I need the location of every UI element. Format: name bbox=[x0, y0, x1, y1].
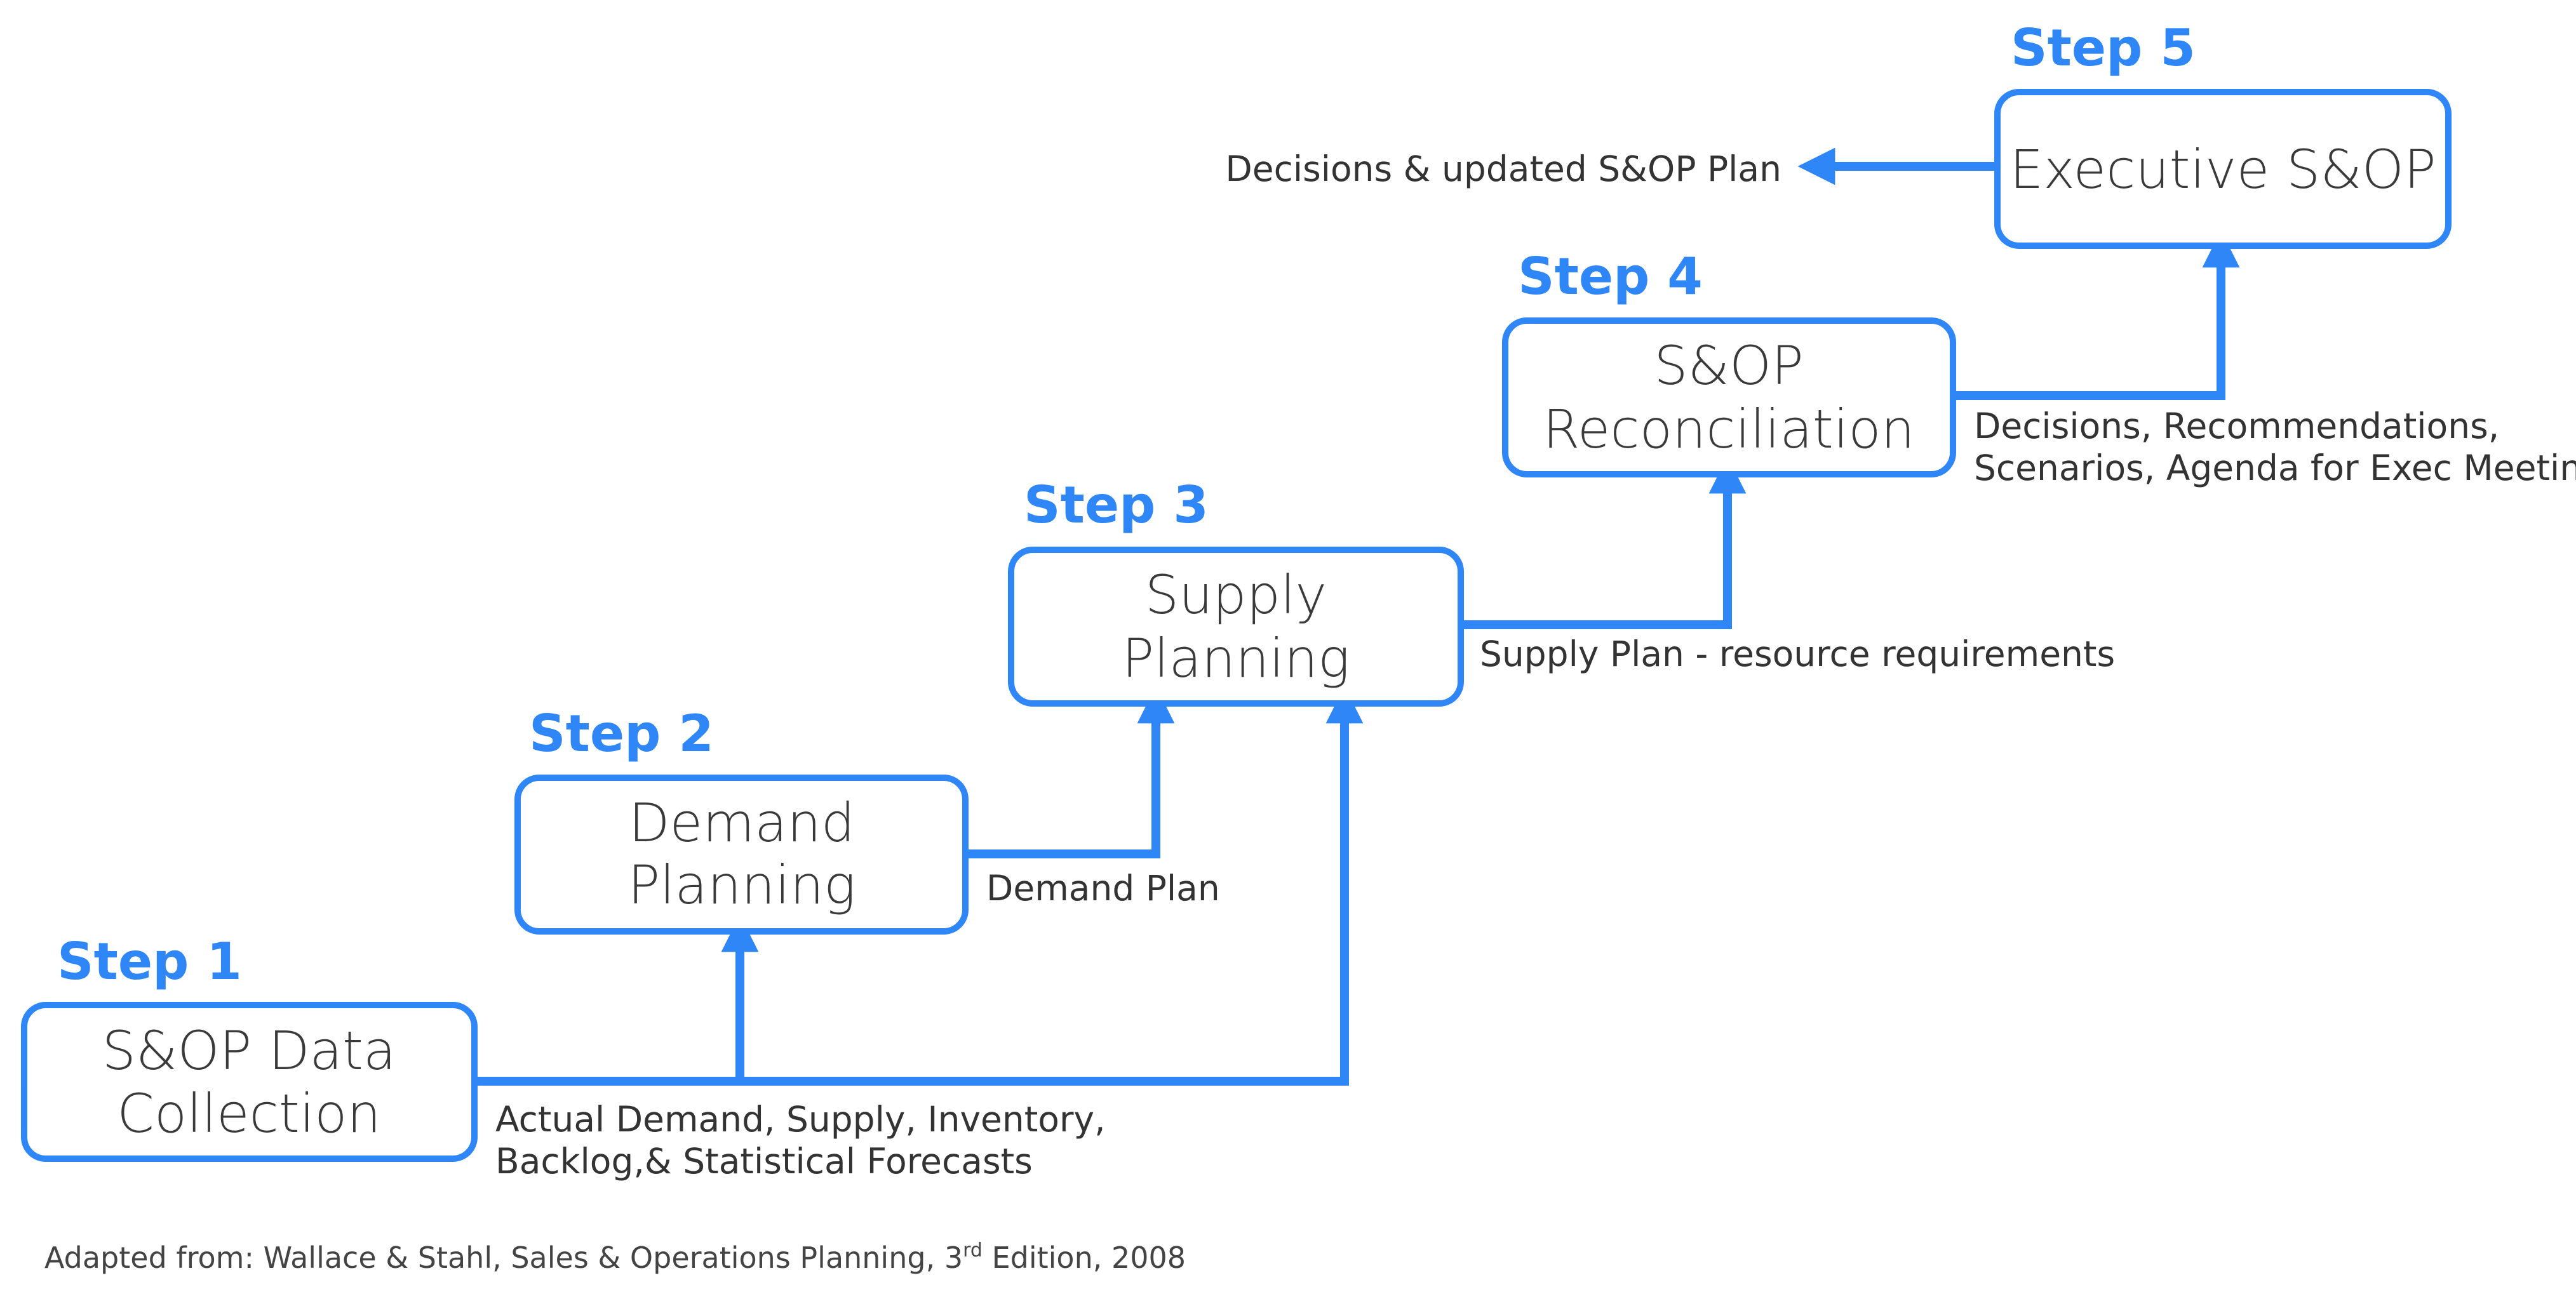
footnote-suffix: Edition, 2008 bbox=[983, 1241, 1186, 1275]
step1-output-line2: Backlog,& Statistical Forecasts bbox=[495, 1141, 1033, 1182]
step5-box bbox=[1994, 89, 2452, 249]
step3-label: Step 3 bbox=[1024, 476, 1209, 535]
step5-output-line1: Decisions & updated S&OP Plan bbox=[1225, 149, 1781, 189]
step4-label: Step 4 bbox=[1518, 247, 1703, 306]
step3-output-line1: Supply Plan - resource requirements bbox=[1480, 634, 2115, 674]
step3-box-line2: Planning bbox=[1122, 627, 1350, 689]
step1-output-line1: Actual Demand, Supply, Inventory, bbox=[495, 1099, 1106, 1140]
step4-box bbox=[1502, 317, 1956, 477]
step4-output-line1: Decisions, Recommendations, bbox=[1974, 406, 2499, 446]
connector-step3-to-step4 bbox=[1461, 456, 1747, 629]
step4-box-line2: Reconciliation bbox=[1543, 398, 1915, 460]
step2-box-line1: Demand bbox=[629, 792, 855, 854]
step2-box-line2: Planning bbox=[628, 854, 856, 916]
step1-box-line1: S&OP Data bbox=[102, 1020, 396, 1082]
footnote-prefix: Adapted from: Wallace & Stahl, Sales & O… bbox=[44, 1241, 963, 1275]
step5-box-line1: Executive S&OP bbox=[2009, 138, 2436, 201]
step1-box bbox=[21, 1002, 478, 1162]
connector-step1-to-step2 bbox=[474, 914, 759, 1086]
connector-step4-to-step5 bbox=[1953, 230, 2240, 400]
connector-step1-to-step3 bbox=[740, 686, 1364, 1086]
step2-output-line1: Demand Plan bbox=[986, 868, 1220, 909]
step1-box-line2: Collection bbox=[117, 1082, 381, 1145]
step2-label: Step 2 bbox=[529, 704, 714, 763]
step3-box bbox=[1008, 547, 1464, 707]
step4-output-line2: Scenarios, Agenda for Exec Meeting bbox=[1974, 448, 2576, 488]
step3-box-line1: Supply bbox=[1145, 564, 1327, 626]
source-footnote: Adapted from: Wallace & Stahl, Sales & O… bbox=[44, 1239, 1186, 1275]
connector-step2-to-step3 bbox=[965, 686, 1175, 858]
step5-label: Step 5 bbox=[2011, 18, 2196, 77]
footnote-superscript: rd bbox=[963, 1239, 983, 1262]
step2-box bbox=[514, 775, 969, 935]
step1-label: Step 1 bbox=[57, 932, 242, 991]
step4-box-line1: S&OP bbox=[1654, 335, 1804, 397]
